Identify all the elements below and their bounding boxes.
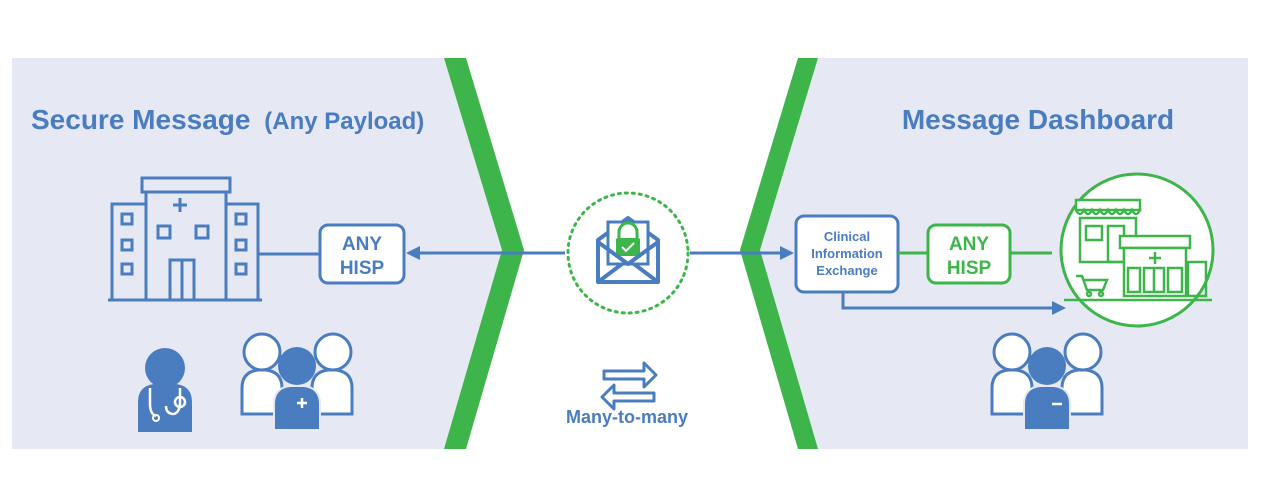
right-any-hisp-box: ANY HISP (926, 223, 1012, 285)
left-hisp-label-1: ANY (342, 234, 382, 255)
pharmacy-staff-icon (990, 332, 1104, 431)
left-panel-title: Secure Message (Any Payload) (31, 104, 424, 135)
doctor-icon (138, 348, 192, 432)
envelope-to-cie-arrow (690, 246, 794, 260)
left-hisp-label-2: HISP (340, 258, 385, 279)
cie-label-1: Clinical (824, 229, 870, 244)
cie-label-2: Information (811, 246, 883, 261)
care-team-icon (240, 332, 354, 431)
many-to-many-caption: Many-to-many (566, 407, 688, 427)
cie-to-pharmacy-arrow (841, 292, 1066, 315)
pharmacy-store-icon (1064, 198, 1212, 302)
envelope-to-left-hisp-arrow (406, 246, 565, 260)
clinical-information-exchange-box: Clinical Information Exchange (794, 214, 900, 294)
right-hisp-label-2: HISP (947, 258, 992, 279)
bidirectional-arrows-icon (600, 361, 658, 411)
right-hisp-label-1: ANY (949, 234, 989, 255)
left-any-hisp-box: ANY HISP (318, 223, 406, 285)
hospital-building-icon (108, 176, 262, 302)
cie-label-3: Exchange (816, 263, 877, 278)
left-title-suffix: (Any Payload) (264, 108, 424, 135)
right-panel-title: Message Dashboard (902, 104, 1174, 135)
secure-envelope-icon (596, 216, 660, 284)
left-title-main: Secure Message (31, 104, 250, 135)
